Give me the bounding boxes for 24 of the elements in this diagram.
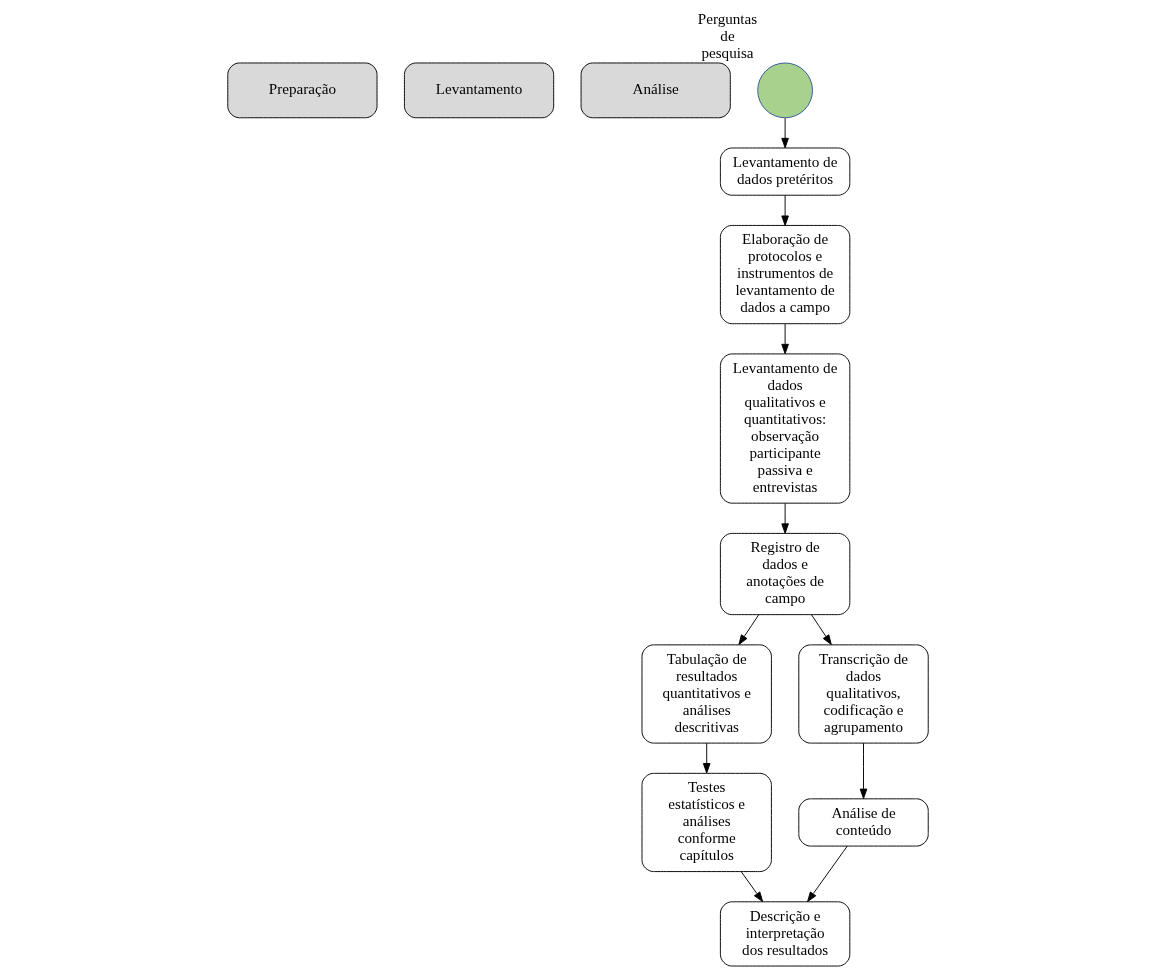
node-box: Testes estatísticos e análises conforme capítulos — [641, 772, 772, 873]
arrow — [702, 742, 710, 774]
node-box: Análise de conteúdo — [797, 798, 929, 847]
node-label: Perguntas de pesquisa — [697, 11, 757, 62]
node-box: Elaboração de protocolos e instrumentos de levantamento de dados a campo — [719, 225, 850, 325]
arrow — [780, 323, 789, 355]
node-box: Levantamento de dados pretéritos — [719, 147, 850, 196]
arrow — [806, 845, 848, 903]
arrow — [780, 117, 789, 149]
node-box: Registro de dados e anotações de campo — [719, 532, 850, 616]
arrow — [780, 502, 789, 534]
node-circle — [756, 62, 813, 119]
node-box: Transcrição de dados qualitativos, codificação e agrupamento — [797, 644, 929, 744]
arrow — [780, 194, 789, 226]
node-box: Levantamento de dados qualitativos e quantitativos: observação participante passiva e entrevistas — [719, 353, 850, 504]
arrow — [810, 614, 832, 645]
node-box: Levantamento — [403, 62, 554, 119]
node-box: Preparação — [226, 62, 377, 119]
node-box: Descrição e interpretação dos resultados — [719, 901, 850, 967]
arrow — [859, 742, 867, 799]
arrow — [737, 614, 759, 645]
arrow — [740, 871, 763, 902]
node-box: Tabulação de resultados quantitativos e análises descritivas — [641, 644, 772, 744]
node-box: Análise — [580, 62, 731, 119]
